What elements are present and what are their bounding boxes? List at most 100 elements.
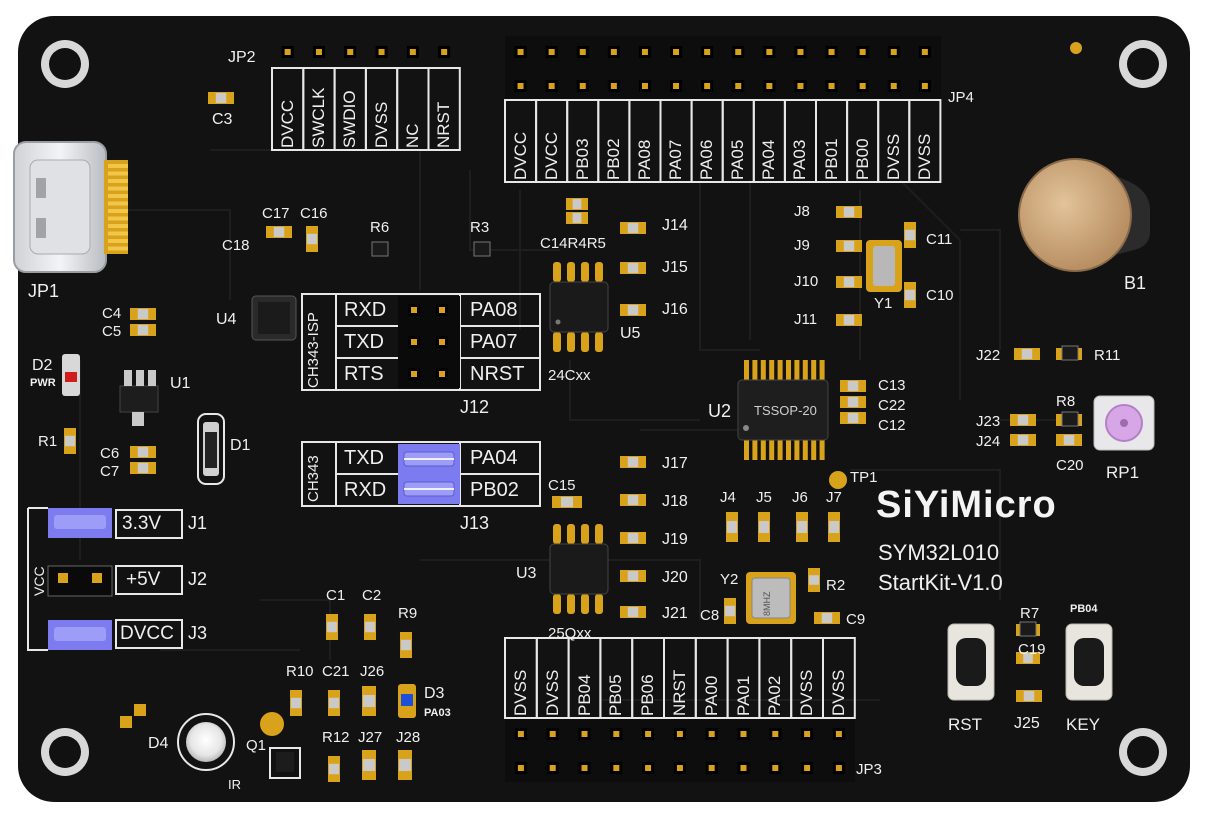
ref-u1: U1 — [170, 375, 191, 392]
ref-y1: Y1 — [874, 295, 893, 312]
ref-j14: J14 — [662, 217, 688, 234]
header-jp2-label: SWCLK — [308, 87, 328, 148]
j12-left-label: RTS — [344, 363, 384, 385]
ref-j5: J5 — [756, 489, 772, 506]
ref-c16: C16 — [300, 205, 328, 222]
battery-b1 — [1018, 158, 1150, 272]
ref-j19: J19 — [662, 531, 688, 548]
ref-c20: C20 — [1056, 457, 1084, 474]
header-jp3-label: PB06 — [638, 674, 658, 716]
ref-c7: C7 — [100, 463, 120, 480]
board-version: StartKit-V1.0 — [878, 570, 1003, 595]
header-jp2-label: NRST — [434, 101, 454, 148]
vcc-vertical-label: VCC — [31, 566, 47, 596]
power-option-33v: 3.3V — [122, 513, 162, 534]
header-jp2-label: DVSS — [371, 101, 391, 148]
header-jp2-label: DVCC — [277, 99, 297, 148]
chip-u3-type: 25Qxx — [548, 625, 592, 642]
ref-j24: J24 — [976, 433, 1001, 450]
transistor-q1 — [260, 712, 301, 779]
ref-pwr: PWR — [30, 377, 56, 389]
ref-d1: D1 — [230, 437, 251, 454]
header-jp4-label: PA05 — [728, 139, 748, 180]
ref-u4: U4 — [216, 311, 237, 328]
header-jp4-label: PA07 — [666, 139, 686, 180]
ref-c19: C19 — [1018, 641, 1046, 658]
ref-c13: C13 — [878, 377, 906, 394]
ref-j10: J10 — [794, 273, 819, 290]
ref-j15: J15 — [662, 259, 688, 276]
header-jp4-label: PA03 — [790, 139, 810, 180]
header-jp3 — [504, 637, 856, 782]
ref-j1: J1 — [188, 513, 208, 533]
header-jp3-label: DVSS — [797, 669, 817, 716]
ref-pa03: PA03 — [424, 707, 451, 719]
ref-j6: J6 — [792, 489, 808, 506]
j13-vertical-label: CH343 — [305, 455, 322, 502]
header-jp4-label: DVCC — [541, 131, 561, 180]
ref-j22: J22 — [976, 347, 1001, 364]
header-jp4-label: DVSS — [883, 133, 903, 180]
ref-u3: U3 — [516, 565, 537, 582]
ref-jp3: JP3 — [856, 761, 882, 778]
ref-j12: J12 — [460, 397, 490, 417]
jumper-block-j12 — [301, 293, 541, 391]
button-key-body — [1065, 623, 1113, 701]
ref-j11: J11 — [794, 311, 818, 328]
header-jp4 — [504, 36, 942, 183]
ref-b1: B1 — [1124, 273, 1147, 293]
header-jp4-label: PA06 — [697, 139, 717, 180]
ir-led-d4 — [120, 704, 235, 771]
ref-j4: J4 — [720, 489, 736, 506]
ref-r7: R7 — [1020, 605, 1040, 622]
ref-j7: J7 — [826, 489, 842, 506]
header-jp4-label: PA08 — [634, 139, 654, 180]
chip-u1 — [119, 370, 159, 426]
ref-c22: C22 — [878, 397, 906, 414]
brand-logo-text: SiYiMicro — [876, 484, 1057, 526]
ref-c21: C21 — [322, 663, 350, 680]
ref-j27: J27 — [358, 729, 383, 746]
header-jp3-label: NRST — [669, 669, 689, 716]
header-jp2-label: NC — [402, 123, 422, 148]
ref-ir: IR — [228, 777, 241, 792]
header-jp3-label: DVSS — [542, 669, 562, 716]
j12-vertical-label: CH343-ISP — [305, 312, 322, 388]
ref-r11: R11 — [1094, 347, 1121, 364]
ref-j9: J9 — [794, 237, 810, 254]
ref-j23: J23 — [976, 413, 1001, 430]
chip-u3 — [549, 524, 609, 614]
j12-right-label: NRST — [470, 363, 525, 385]
ref-j25: J25 — [1014, 715, 1040, 732]
ref-j18: J18 — [662, 493, 688, 510]
header-jp4-label: PB02 — [603, 138, 623, 180]
ref-r9: R9 — [398, 605, 418, 622]
jumper-block-j13 — [301, 441, 541, 507]
header-jp3-label: PB04 — [574, 674, 594, 716]
chip-u2-marking: TSSOP-20 — [754, 403, 817, 418]
header-jp4-label: DVCC — [510, 131, 530, 180]
chip-u4 — [251, 295, 297, 341]
ref-rst: RST — [948, 715, 982, 734]
j13-left-label: RXD — [344, 479, 387, 501]
led-d2 — [62, 354, 80, 396]
header-jp3-label: PA02 — [765, 675, 785, 716]
ref-j3: J3 — [188, 623, 208, 643]
ref-tp1: TP1 — [850, 469, 878, 486]
ref-c11: C11 — [926, 231, 953, 248]
header-jp3-label: DVSS — [828, 669, 848, 716]
ref-jp2: JP2 — [228, 49, 256, 66]
ref-c3: C3 — [212, 111, 233, 128]
chip-u5-type: 24Cxx — [548, 367, 591, 384]
ref-c10: C10 — [926, 287, 954, 304]
ref-q1: Q1 — [246, 737, 267, 754]
ref-j17: J17 — [662, 455, 688, 472]
header-jp4-label: PB01 — [821, 138, 841, 180]
header-jp3-label: PA00 — [701, 675, 721, 716]
ref-d2: D2 — [32, 357, 53, 374]
header-jp4-label: PB00 — [852, 138, 872, 180]
diode-d1 — [197, 413, 225, 485]
ref-r6: R6 — [370, 219, 390, 236]
power-option-dvcc: DVCC — [120, 623, 174, 644]
